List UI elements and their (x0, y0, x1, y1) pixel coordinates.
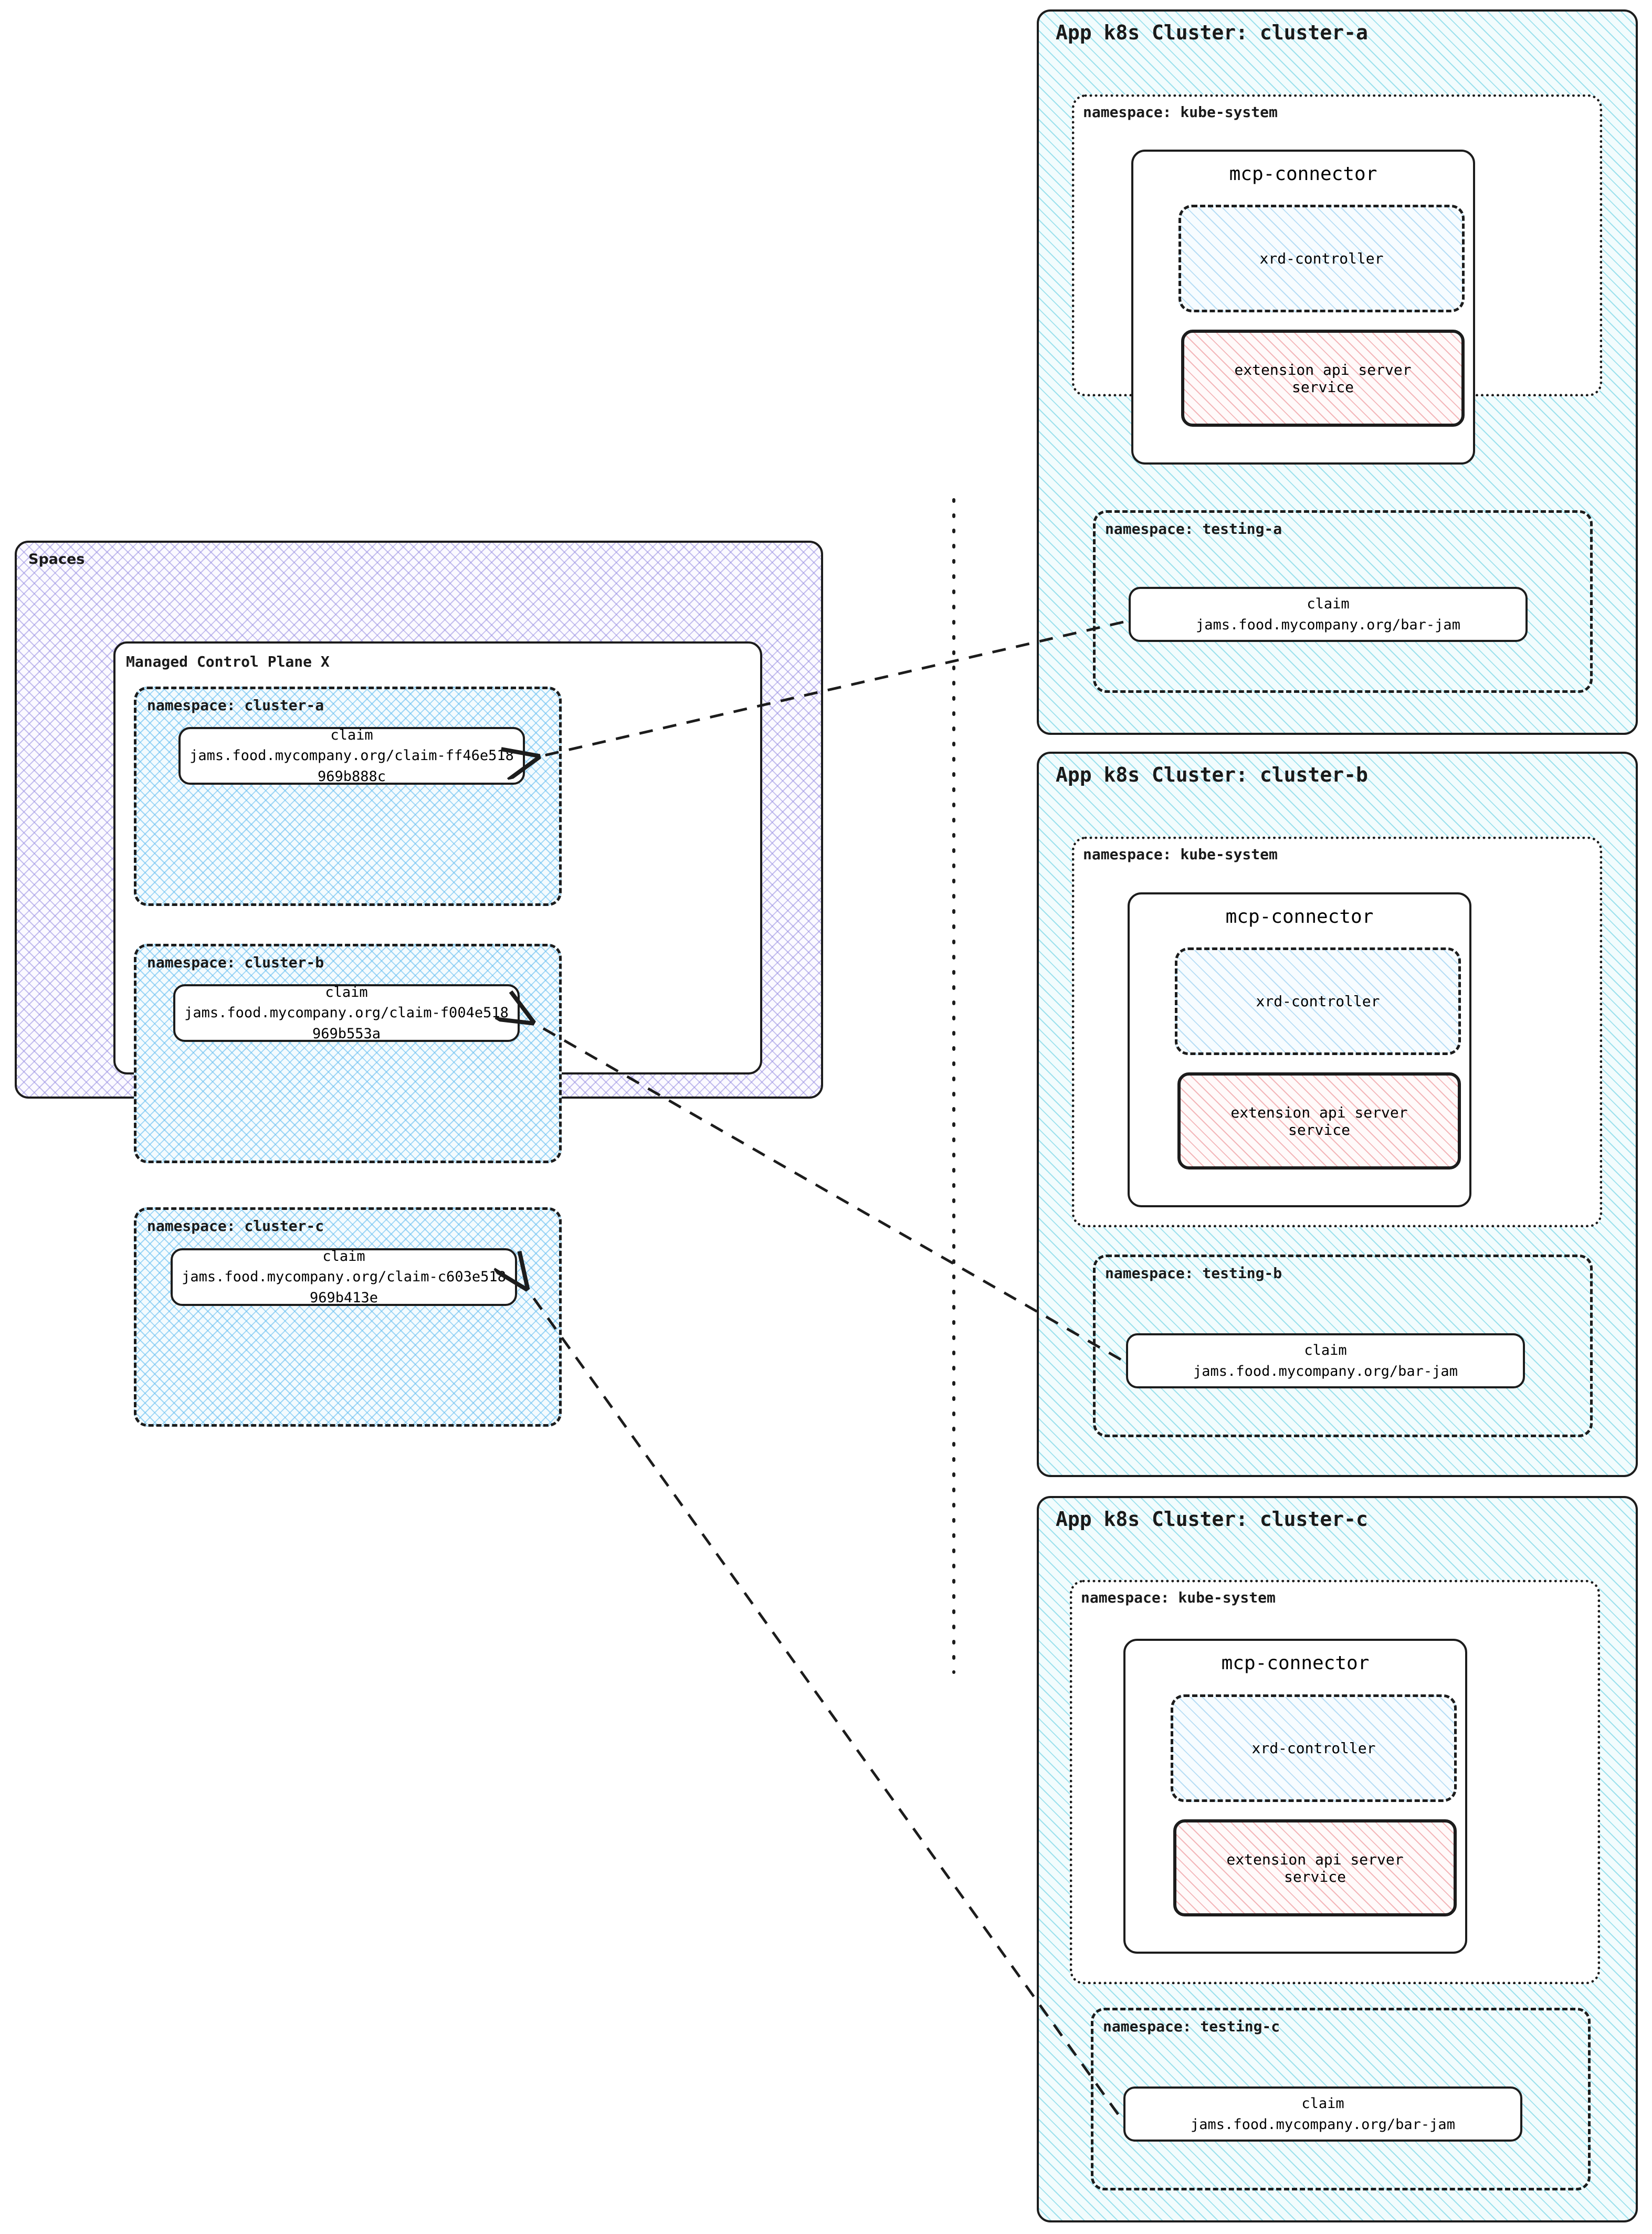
namespace-cluster-c: namespace: cluster-c (134, 1207, 562, 1427)
cluster-a-testing-claim-text: claim jams.food.mycompany.org/bar-jam (1196, 594, 1460, 635)
claim-cluster-a[interactable]: claim jams.food.mycompany.org/claim-ff46… (178, 727, 525, 785)
app-cluster-c-title: App k8s Cluster: cluster-c (1056, 1508, 1368, 1531)
cluster-c-api-server-line1: extension api server (1226, 1850, 1404, 1868)
claim-kind: claim (322, 1248, 365, 1265)
claim-ref: jams.food.mycompany.org/bar-jam (1196, 616, 1460, 633)
claim-kind: claim (1307, 596, 1350, 613)
cluster-b-xrd-controller: xrd-controller (1175, 947, 1461, 1055)
cluster-b-testing-claim-text: claim jams.food.mycompany.org/bar-jam (1193, 1340, 1458, 1381)
cluster-c-api-server-line2: service (1283, 1868, 1346, 1885)
namespace-cluster-a: namespace: cluster-a (134, 687, 562, 906)
cluster-c-xrd-controller-label: xrd-controller (1251, 1740, 1376, 1757)
claim-cluster-c-text: claim jams.food.mycompany.org/claim-c603… (181, 1246, 507, 1308)
namespace-cluster-b-label: namespace: cluster-b (147, 954, 324, 971)
cluster-a-mcp-connector-title: mcp-connector (1229, 163, 1377, 185)
claim-kind: claim (1301, 2095, 1344, 2112)
cluster-b-testing-claim[interactable]: claim jams.food.mycompany.org/bar-jam (1126, 1333, 1525, 1388)
cluster-b-api-server-line1: extension api server (1230, 1103, 1408, 1121)
claim-ref: jams.food.mycompany.org/bar-jam (1193, 1363, 1458, 1379)
claim-cluster-c[interactable]: claim jams.food.mycompany.org/claim-c603… (171, 1248, 517, 1306)
cluster-a-testing-label: namespace: testing-a (1105, 520, 1282, 538)
cluster-b-kube-system-label: namespace: kube-system (1083, 846, 1278, 863)
spaces-title: Spaces (28, 551, 85, 567)
cluster-b-testing-label: namespace: testing-b (1105, 1264, 1282, 1282)
cluster-b-extension-api-server: extension api server service (1177, 1072, 1461, 1169)
cluster-a-api-server-line2: service (1291, 378, 1354, 396)
claim-kind: claim (1304, 1342, 1347, 1359)
cluster-c-kube-system-label: namespace: kube-system (1081, 1589, 1276, 1606)
claim-ref: jams.food.mycompany.org/claim-f004e51896… (184, 1005, 509, 1042)
cluster-a-extension-api-server: extension api server service (1181, 330, 1465, 427)
cluster-c-testing-claim-text: claim jams.food.mycompany.org/bar-jam (1191, 2093, 1455, 2134)
cluster-a-xrd-controller: xrd-controller (1179, 205, 1465, 312)
namespace-cluster-c-label: namespace: cluster-c (147, 1217, 324, 1235)
cluster-c-testing-label: namespace: testing-c (1103, 2018, 1280, 2035)
cluster-a-api-server-line1: extension api server (1234, 361, 1412, 378)
claim-kind: claim (325, 984, 368, 1001)
cluster-a-kube-system-label: namespace: kube-system (1083, 103, 1278, 121)
cluster-b-api-server-line2: service (1288, 1121, 1350, 1139)
control-plane-title: Managed Control Plane X (126, 653, 330, 670)
app-cluster-b-title: App k8s Cluster: cluster-b (1056, 763, 1368, 786)
claim-ref: jams.food.mycompany.org/bar-jam (1191, 2116, 1455, 2133)
link-testing-c-to-claim-c (525, 1286, 1120, 2115)
namespace-cluster-b: namespace: cluster-b (134, 944, 562, 1163)
claim-cluster-b[interactable]: claim jams.food.mycompany.org/claim-f004… (173, 984, 520, 1042)
cluster-a-testing-claim[interactable]: claim jams.food.mycompany.org/bar-jam (1129, 587, 1528, 642)
claim-cluster-b-text: claim jams.food.mycompany.org/claim-f004… (184, 982, 509, 1044)
app-cluster-a-title: App k8s Cluster: cluster-a (1056, 21, 1368, 44)
cluster-a-xrd-controller-label: xrd-controller (1259, 250, 1384, 267)
claim-ref: jams.food.mycompany.org/claim-ff46e51896… (190, 747, 514, 785)
cluster-b-mcp-connector-title: mcp-connector (1225, 906, 1374, 928)
claim-ref: jams.food.mycompany.org/claim-c603e51896… (182, 1269, 506, 1306)
claim-kind: claim (330, 727, 373, 744)
claim-cluster-a-text: claim jams.food.mycompany.org/claim-ff46… (189, 725, 514, 786)
cluster-b-xrd-controller-label: xrd-controller (1256, 993, 1380, 1010)
cluster-c-mcp-connector-title: mcp-connector (1221, 1652, 1370, 1674)
cluster-c-extension-api-server: extension api server service (1173, 1819, 1457, 1916)
namespace-cluster-a-label: namespace: cluster-a (147, 697, 324, 714)
cluster-c-testing-claim[interactable]: claim jams.food.mycompany.org/bar-jam (1123, 2087, 1522, 2142)
cluster-c-xrd-controller: xrd-controller (1171, 1694, 1457, 1802)
